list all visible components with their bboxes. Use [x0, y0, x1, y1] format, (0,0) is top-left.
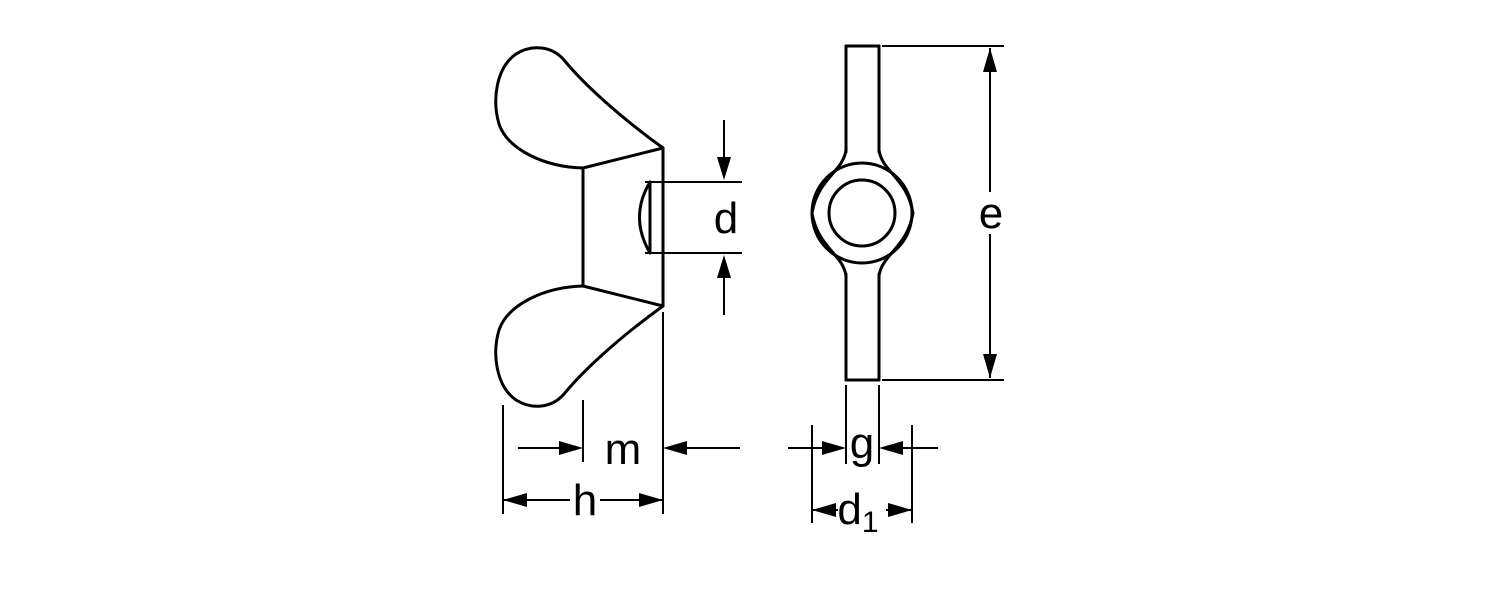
e-arrowhead-bottom	[983, 354, 997, 378]
d-arrowhead-top	[717, 157, 731, 180]
e-label-mask	[974, 192, 1006, 234]
d-arrowhead-bottom	[717, 255, 731, 278]
dim-label-d1-subscript: 1	[862, 506, 879, 539]
dimension-m: m	[518, 312, 740, 514]
side-view: d m h	[494, 46, 742, 525]
m-arrowhead-left	[559, 441, 583, 455]
top-wing-outline	[494, 46, 665, 170]
dimension-h: h	[502, 405, 663, 525]
dim-label-d: d	[714, 194, 738, 243]
nut-bottom-edge	[581, 284, 665, 308]
d1-arrowhead-right	[888, 503, 912, 517]
dimension-e: e	[882, 45, 1006, 381]
dimension-d1: d1	[811, 425, 913, 539]
front-view: e g d1	[788, 44, 1006, 539]
dim-label-m: m	[605, 425, 642, 474]
chamfer-arc	[638, 180, 652, 255]
g-arrowhead-right	[879, 441, 903, 455]
h-arrowhead-left	[503, 493, 527, 507]
nut-top-edge	[581, 146, 665, 170]
dim-label-d1-base: d	[837, 485, 861, 534]
g-arrowhead-left	[822, 441, 846, 455]
h-arrowhead-right	[639, 493, 663, 507]
dim-label-e: e	[979, 189, 1003, 238]
dimension-g: g	[788, 385, 938, 468]
dim-label-g: g	[850, 419, 874, 468]
dimension-d: d	[645, 120, 742, 315]
h-label-mask	[570, 478, 600, 520]
bottom-wing-outline	[494, 284, 665, 408]
m-arrowhead-right	[663, 441, 687, 455]
d1-arrowhead-left	[812, 503, 836, 517]
dim-label-d1: d1	[837, 485, 878, 539]
e-arrowhead-top	[983, 48, 997, 72]
hole-circle	[827, 178, 897, 248]
dim-label-h: h	[573, 476, 597, 525]
d1-label-mask	[838, 488, 886, 532]
boss-circle	[810, 161, 914, 265]
